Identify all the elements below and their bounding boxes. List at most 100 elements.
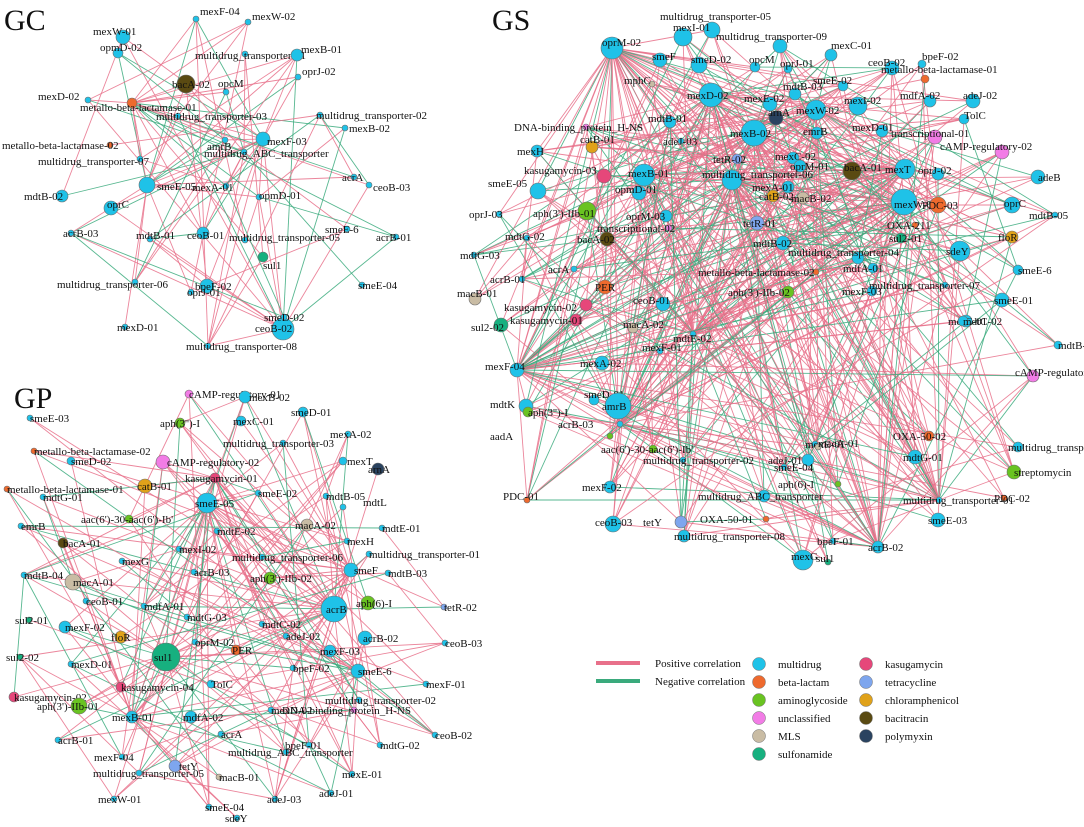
gc-node-circle-oprc: [103, 200, 119, 216]
gs-node-circle-baca-01: [842, 161, 862, 181]
gc-edge-61: [110, 207, 284, 330]
gs-edge-384: [938, 118, 965, 501]
gc-edge-72: [134, 54, 298, 283]
gs-node-circle-macb-02: [796, 191, 810, 205]
gs-node-baca-01: bacA-01: [842, 161, 882, 181]
gs-edge-455: [516, 237, 528, 371]
gp-edge-33: [165, 656, 294, 669]
gp-edge-94: [214, 477, 263, 625]
gs-node-label-mdte-02: mdtE-02: [673, 333, 712, 345]
gs-edge-310: [498, 213, 621, 425]
gc-edge-46: [131, 102, 346, 129]
gp-node-label-tety: tetY: [179, 761, 198, 773]
gp-node-label-smed-01: smeD-01: [291, 407, 331, 419]
gs-node-circle-smee-03: [930, 512, 946, 528]
gs-edge-400: [593, 399, 940, 501]
gs-node-label-aph-3-i: aph(3'')-I: [528, 407, 568, 419]
gp-node-label-multidrug-transporter-06: multidrug_transporter-06: [232, 552, 343, 564]
gc-node-multidrug-abc-transporter: multidrug_ABC_transporter: [204, 148, 329, 160]
gp-node-tetr-02: tetR-02: [440, 602, 477, 614]
gp-node-circle-acrb-03: [190, 568, 198, 576]
gs-node-mexf-01: mexF-01: [642, 342, 682, 355]
gs-node-dna-binding-protein-h-ns: DNA-binding_protein_H-NS: [514, 122, 643, 134]
gs-node-circle-catb-01: [585, 140, 599, 154]
gc-edge-59: [282, 127, 346, 330]
gp-edge-177: [381, 527, 445, 608]
gp-node-label-camp-regulatory-02: cAMP-regulatory-02: [167, 457, 259, 469]
gp-node-catb-01: catB-01: [137, 478, 172, 494]
gp-node-acrb-03: acrB-03: [190, 567, 230, 579]
gp-node-metallo-beta-lactamase-02: metallo-beta-lactamase-02: [30, 446, 151, 458]
gp-node-circle-smee-02: [254, 489, 262, 497]
gc-edge-41: [131, 83, 187, 104]
gp-edge-174: [143, 530, 218, 607]
gp-edge-68: [70, 460, 133, 718]
gs-edge-398: [938, 375, 1034, 501]
gp-node-circle-acra: [217, 730, 225, 738]
gp-node-maca-02: macA-02: [295, 518, 336, 532]
gs-edge-557: [601, 362, 1034, 377]
gc-node-mexf-04: mexF-04: [192, 6, 240, 23]
gs-edge-391: [938, 236, 1013, 501]
gs-edge-324: [516, 369, 621, 425]
gs-node-circle-emrb: [810, 126, 824, 140]
gs-edge-568: [609, 201, 905, 437]
gs-node-circle-mexf-03: [866, 285, 878, 297]
gp-node-circle-kasugamycin-04: [115, 681, 127, 693]
gp-node-label-smef: smeF: [354, 565, 378, 577]
gc-edge-16: [146, 54, 298, 186]
gp-node-label-aph-6-i: aph(6)-I: [356, 598, 392, 610]
gs-node-circle-arna: [768, 110, 784, 126]
gs-edge-275: [611, 47, 1003, 301]
gs-node-circle-mexi-02: [848, 96, 868, 116]
gs-node-circle-mexc-02: [786, 151, 800, 165]
gs-node-circle-maca-02: [627, 322, 639, 334]
gs-node-kasugamycin-02: kasugamycin-02: [504, 298, 593, 314]
gs-edge-465: [516, 319, 577, 371]
gp-node-label-kasugamycin-04: kasugamycin-04: [121, 682, 194, 694]
gp-edge-140: [29, 417, 436, 736]
gs-node-circle-mdfa-01: [867, 262, 879, 274]
gs-edge-325: [525, 405, 621, 425]
gp-edge-116: [235, 569, 352, 651]
gs-node-label-multidrug-transporter-09: multidrug_transporter-09: [716, 31, 827, 43]
gc-edge-26: [134, 184, 148, 283]
gc-edge-100: [225, 185, 285, 318]
gc-node-circle-multidrug-transporter-06: [131, 278, 139, 286]
gs-edge-342: [692, 100, 974, 335]
gp-node-label-arna: arnA: [368, 464, 390, 476]
gp-node-circle-adej-03: [271, 795, 279, 803]
gp-node-label-emrb: emrB: [21, 521, 45, 533]
gp-edge-74: [131, 506, 344, 718]
gs-edge-460: [516, 291, 789, 371]
gs-node-label-mdtg-01: mdtG-01: [903, 452, 943, 464]
gs-node-label-multidrug-transporter-01: multidrug_transporter-01: [903, 495, 1014, 507]
gp-node-circle-kasugamycin-02: [8, 691, 20, 703]
gs-edge-536: [573, 227, 670, 270]
gc-edge-88: [244, 196, 260, 241]
gc-edge-55: [131, 102, 264, 258]
gc-edge-101: [70, 232, 209, 347]
gs-edge-462: [516, 284, 946, 371]
gp-node-circle-smee-6: [350, 663, 366, 679]
gc-node-circle-mexw-02: [244, 18, 252, 26]
legend-class-multidrug: multidrug: [752, 657, 822, 671]
gp-node-label-camp-regulatory-01: cAMP-regulatory-01: [189, 389, 281, 401]
gc-edge-58: [87, 99, 284, 330]
gs-node-circle-macb-01: [468, 292, 482, 306]
gs-edge-367: [585, 304, 694, 335]
gs-node-camp-regulatory-02: cAMP-regulatory-02: [940, 141, 1032, 160]
gs-node-label-kasugamycin-03: kasugamycin-03: [524, 165, 597, 177]
gs-edge-511: [881, 130, 1039, 178]
gs-node-label-mexd-01: mexD-01: [852, 122, 894, 134]
gp-node-smee-02: smeE-02: [254, 488, 297, 500]
gc-node-sul1: sul1: [257, 251, 281, 272]
gs-edge-533: [782, 132, 818, 244]
gc-node-label-mexa-01: mexA-01: [192, 182, 234, 194]
gp-edge-110: [282, 442, 352, 571]
gc-node-label-opmd-01: opmD-01: [259, 190, 301, 202]
gc-edge-40: [131, 54, 298, 104]
gc-node-mexb-01: mexB-01: [290, 44, 342, 62]
gs-node-circle-flor: [1005, 230, 1019, 244]
gp-edge-171: [270, 569, 352, 711]
